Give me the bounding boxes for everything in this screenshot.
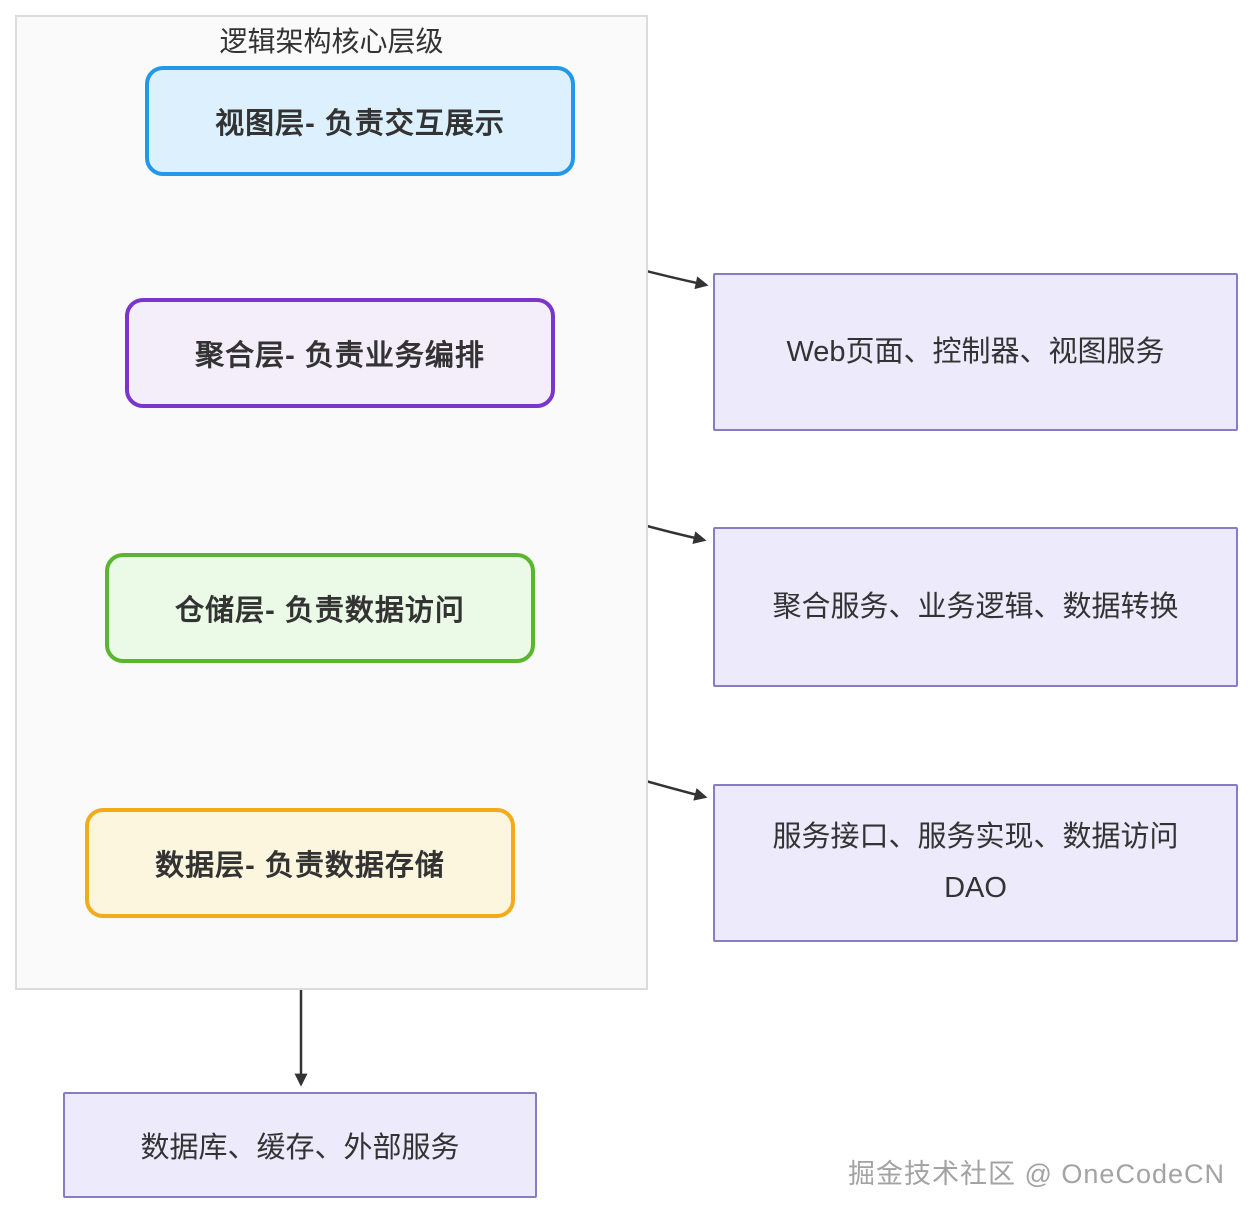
external-services-label: 数据库、缓存、外部服务 [140,1132,460,1164]
detail-node-repository-components: 服务接口、服务实现、数据访问DAO [713,784,1238,942]
detail-node-aggregate-components: 聚合服务、业务逻辑、数据转换 [713,527,1238,687]
layer-node-aggregate: 聚合层- 负责业务编排 [125,298,555,408]
layer-node-view: 视图层- 负责交互展示 [145,66,575,176]
detail-node-view-components: Web页面、控制器、视图服务 [713,273,1238,431]
group-title: 逻辑架构核心层级 [219,26,444,57]
layer-node-view-label: 视图层- 负责交互展示 [215,108,505,140]
layer-node-repository: 仓储层- 负责数据访问 [105,553,535,663]
layer-node-repository-label: 仓储层- 负责数据访问 [175,595,465,627]
layer-node-aggregate-label: 聚合层- 负责业务编排 [195,340,485,372]
watermark: 掘金技术社区 @ OneCodeCN [848,1159,1225,1189]
detail-node-repository-components-label: 服务接口、服务实现、数据访问DAO [772,821,1179,904]
detail-node-view-components-label: Web页面、控制器、视图服务 [786,335,1165,368]
detail-node-aggregate-components-label: 聚合服务、业务逻辑、数据转换 [772,590,1179,623]
layer-node-data-label: 数据层- 负责数据存储 [155,850,445,882]
layer-node-data: 数据层- 负责数据存储 [85,808,515,918]
external-services-node: 数据库、缓存、外部服务 [63,1092,537,1198]
